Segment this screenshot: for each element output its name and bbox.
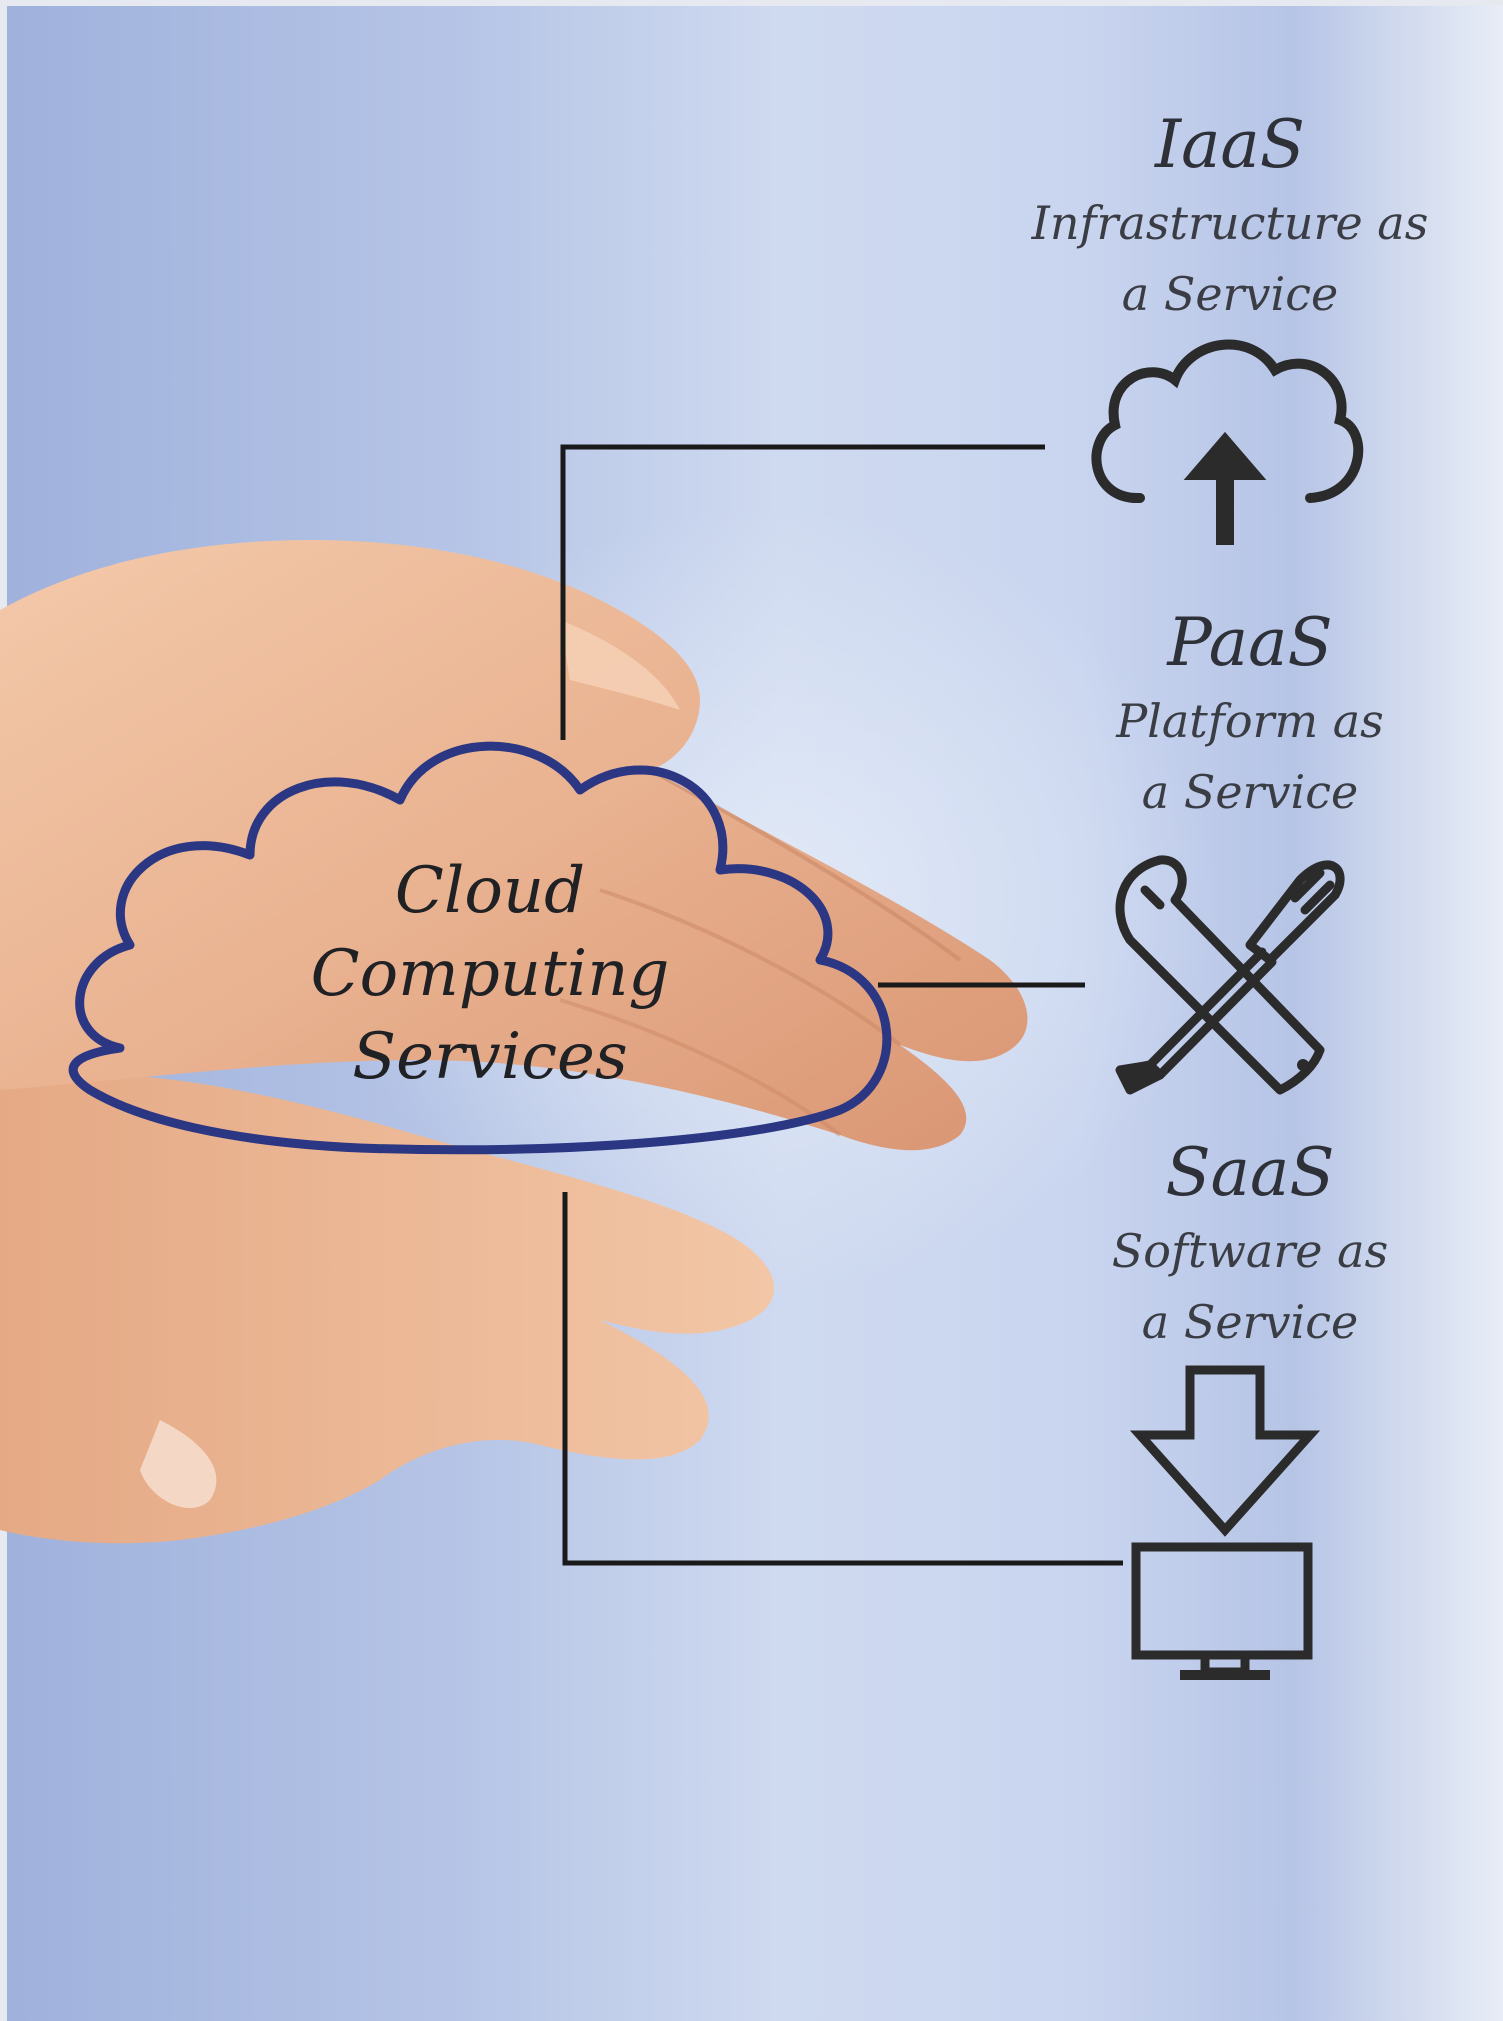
center-label-line-3: Services xyxy=(352,1020,628,1095)
connectors xyxy=(560,444,1123,1566)
saas-connector xyxy=(562,1192,1123,1566)
paas-abbr: PaaS xyxy=(1167,604,1333,681)
center-cloud-outline xyxy=(68,741,892,1155)
iaas-label: IaaS Infrastructure as a Service xyxy=(1000,112,1460,331)
center-label-line-2: Computing xyxy=(310,937,670,1012)
upper-hand xyxy=(0,540,1028,1151)
hands-illustration xyxy=(0,540,1028,1544)
center-cloud-label: Cloud Computing Services xyxy=(300,850,680,1100)
lower-hand xyxy=(0,1073,774,1544)
iaas-connector xyxy=(560,444,1045,740)
paas-label: PaaS Platform as a Service xyxy=(1060,610,1440,829)
saas-full-line-1: Software as xyxy=(1111,1224,1389,1278)
top-frame-edge xyxy=(0,0,1503,6)
paas-full-line-1: Platform as xyxy=(1116,694,1384,748)
download-monitor-icon xyxy=(1129,1365,1321,1680)
saas-full-line-2: a Service xyxy=(1141,1295,1359,1350)
cloud-upload-icon xyxy=(1091,339,1364,545)
saas-abbr: SaaS xyxy=(1165,1134,1335,1211)
paas-full-line-2: a Service xyxy=(1141,765,1359,820)
iaas-full-line-2: a Service xyxy=(1121,267,1339,322)
wrench-screwdriver-icon xyxy=(1115,855,1345,1095)
saas-label: SaaS Software as a Service xyxy=(1060,1140,1440,1359)
center-label-line-1: Cloud xyxy=(394,854,586,928)
iaas-full-line-1: Infrastructure as xyxy=(1031,196,1429,250)
iaas-abbr: IaaS xyxy=(1155,106,1305,183)
